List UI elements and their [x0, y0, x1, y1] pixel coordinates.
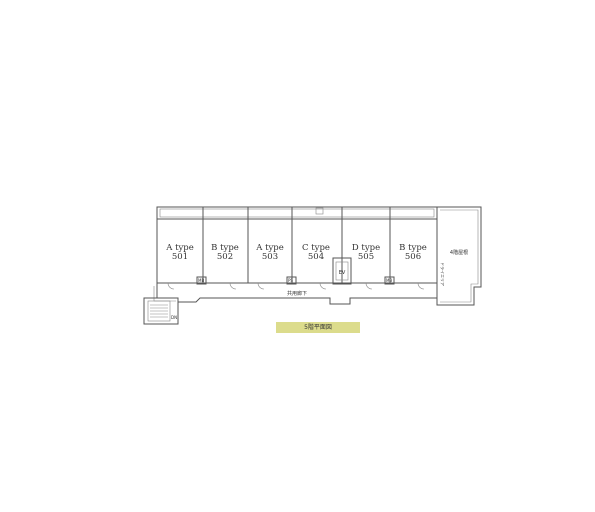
stair-outline — [143, 297, 179, 325]
unit-partitions — [202, 207, 391, 283]
unit-503-type: A type — [255, 243, 284, 253]
mb-label-1: MB — [198, 278, 204, 283]
unit-502-number: 502 — [217, 252, 233, 262]
unit-503-number: 503 — [262, 252, 278, 262]
unit-505-number: 505 — [358, 252, 374, 262]
elevator-label: EV — [339, 270, 346, 276]
ps-label: PS — [288, 278, 293, 283]
unit-506-number: 506 — [405, 252, 421, 262]
mb-label-2: MB — [386, 278, 392, 283]
unit-504-type: C type — [302, 243, 330, 253]
roof-label: 4階屋根 — [450, 249, 468, 256]
corridor-label: 共用廊下 — [287, 290, 307, 297]
stair-inner — [147, 300, 171, 322]
stair-dn-label: DN — [171, 315, 177, 320]
roof-outline — [436, 206, 482, 306]
elevator-car — [335, 261, 349, 281]
vent-mark — [315, 207, 324, 215]
elevator-shaft — [332, 257, 352, 285]
units-outline — [156, 218, 438, 284]
unit-501-number: 501 — [172, 252, 188, 262]
roof-inner — [440, 209, 479, 303]
unit-502-type: B type — [211, 243, 239, 253]
unit-506-type: B type — [399, 243, 427, 253]
balcony-inner — [159, 208, 435, 218]
unit-505-type: D type — [352, 243, 380, 253]
door-swings — [167, 282, 425, 290]
dryarea-label: ドライエリア — [440, 262, 446, 286]
stair-steps — [150, 304, 168, 318]
mb-box-1 — [196, 276, 207, 285]
floor-plan-title: 5階平面図 — [276, 322, 360, 333]
unit-501-type: A type — [165, 243, 194, 253]
mb-box-3 — [384, 276, 395, 285]
unit-504-number: 504 — [308, 252, 324, 262]
mb-box-2 — [286, 276, 297, 285]
